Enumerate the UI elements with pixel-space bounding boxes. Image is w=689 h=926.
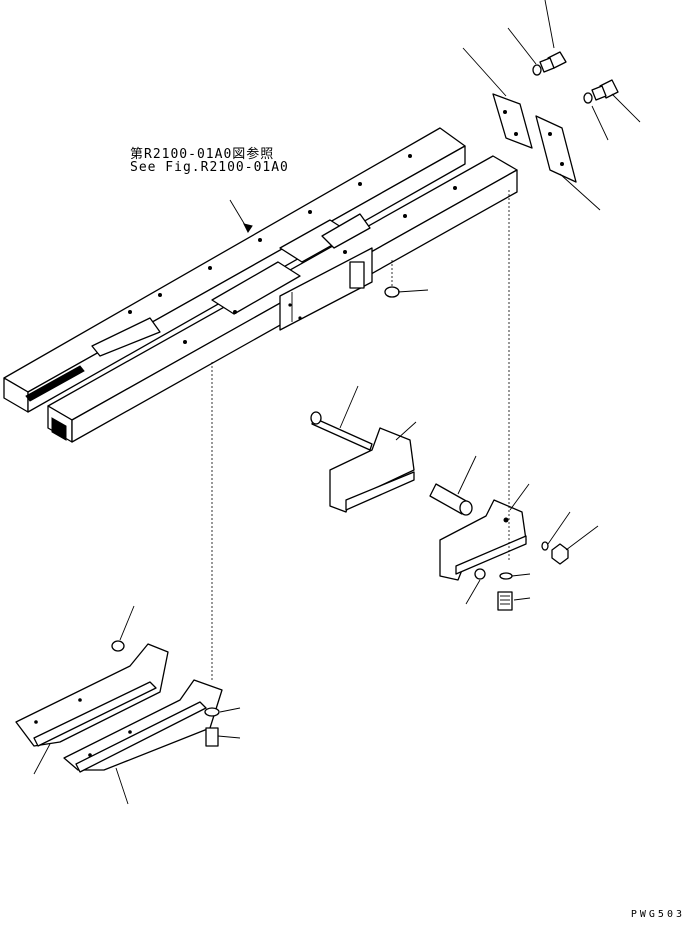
reference-note-en: See Fig.R2100-01A0: [130, 160, 289, 175]
cross-member-3: [321, 213, 371, 249]
frame-bolt: [384, 260, 400, 298]
reference-note-jp: 第R2100-01A0図参照: [130, 147, 275, 162]
plate-block: [349, 261, 365, 289]
bolt-upper-shank: [539, 57, 555, 73]
bracket-plate-lower: [535, 115, 577, 183]
washer-upper: [532, 64, 542, 76]
bolt-lower-shank: [591, 85, 607, 101]
figure-code: PWG503: [630, 909, 685, 920]
guard-bracket-mid-base: [345, 471, 415, 511]
leader-lines: [33, 0, 641, 805]
alignment-lines: [211, 190, 510, 682]
track-guards-lower: [15, 640, 223, 773]
guard-bracket-right-base: [455, 535, 527, 575]
washer-lower: [583, 92, 593, 104]
right-rail-end-cut: [51, 417, 67, 441]
track-frame: [3, 127, 518, 443]
left-rail-bracket: [91, 317, 161, 357]
washer-bottom: [499, 572, 513, 580]
guard-washer: [204, 707, 220, 717]
track-guard-lower-edge: [75, 701, 207, 773]
guard-bracket-right: [439, 499, 527, 581]
side-mounting-plate: [279, 247, 373, 331]
rail-holes: [128, 154, 457, 344]
rear-brackets: [492, 51, 619, 183]
washer-right: [541, 541, 549, 551]
left-rail-slot: [25, 365, 85, 402]
track-guard-upper-edge: [33, 681, 157, 747]
long-bolt-head: [310, 411, 322, 425]
left-rail-front: [27, 145, 466, 413]
cross-member-1: [211, 261, 301, 315]
reference-arrow: [243, 223, 253, 233]
bracket-plate-upper: [492, 93, 533, 149]
small-bolt: [474, 568, 486, 580]
spacer-pipe-end: [459, 500, 473, 516]
guard-bolt: [205, 727, 219, 747]
nut-right: [551, 543, 569, 565]
guard-bracket-assembly: [310, 411, 569, 611]
guard-bracket-mid: [329, 427, 415, 513]
right-rail-top: [47, 155, 518, 421]
bolt-bottom: [497, 591, 513, 611]
guard-bolt-top: [111, 640, 125, 652]
